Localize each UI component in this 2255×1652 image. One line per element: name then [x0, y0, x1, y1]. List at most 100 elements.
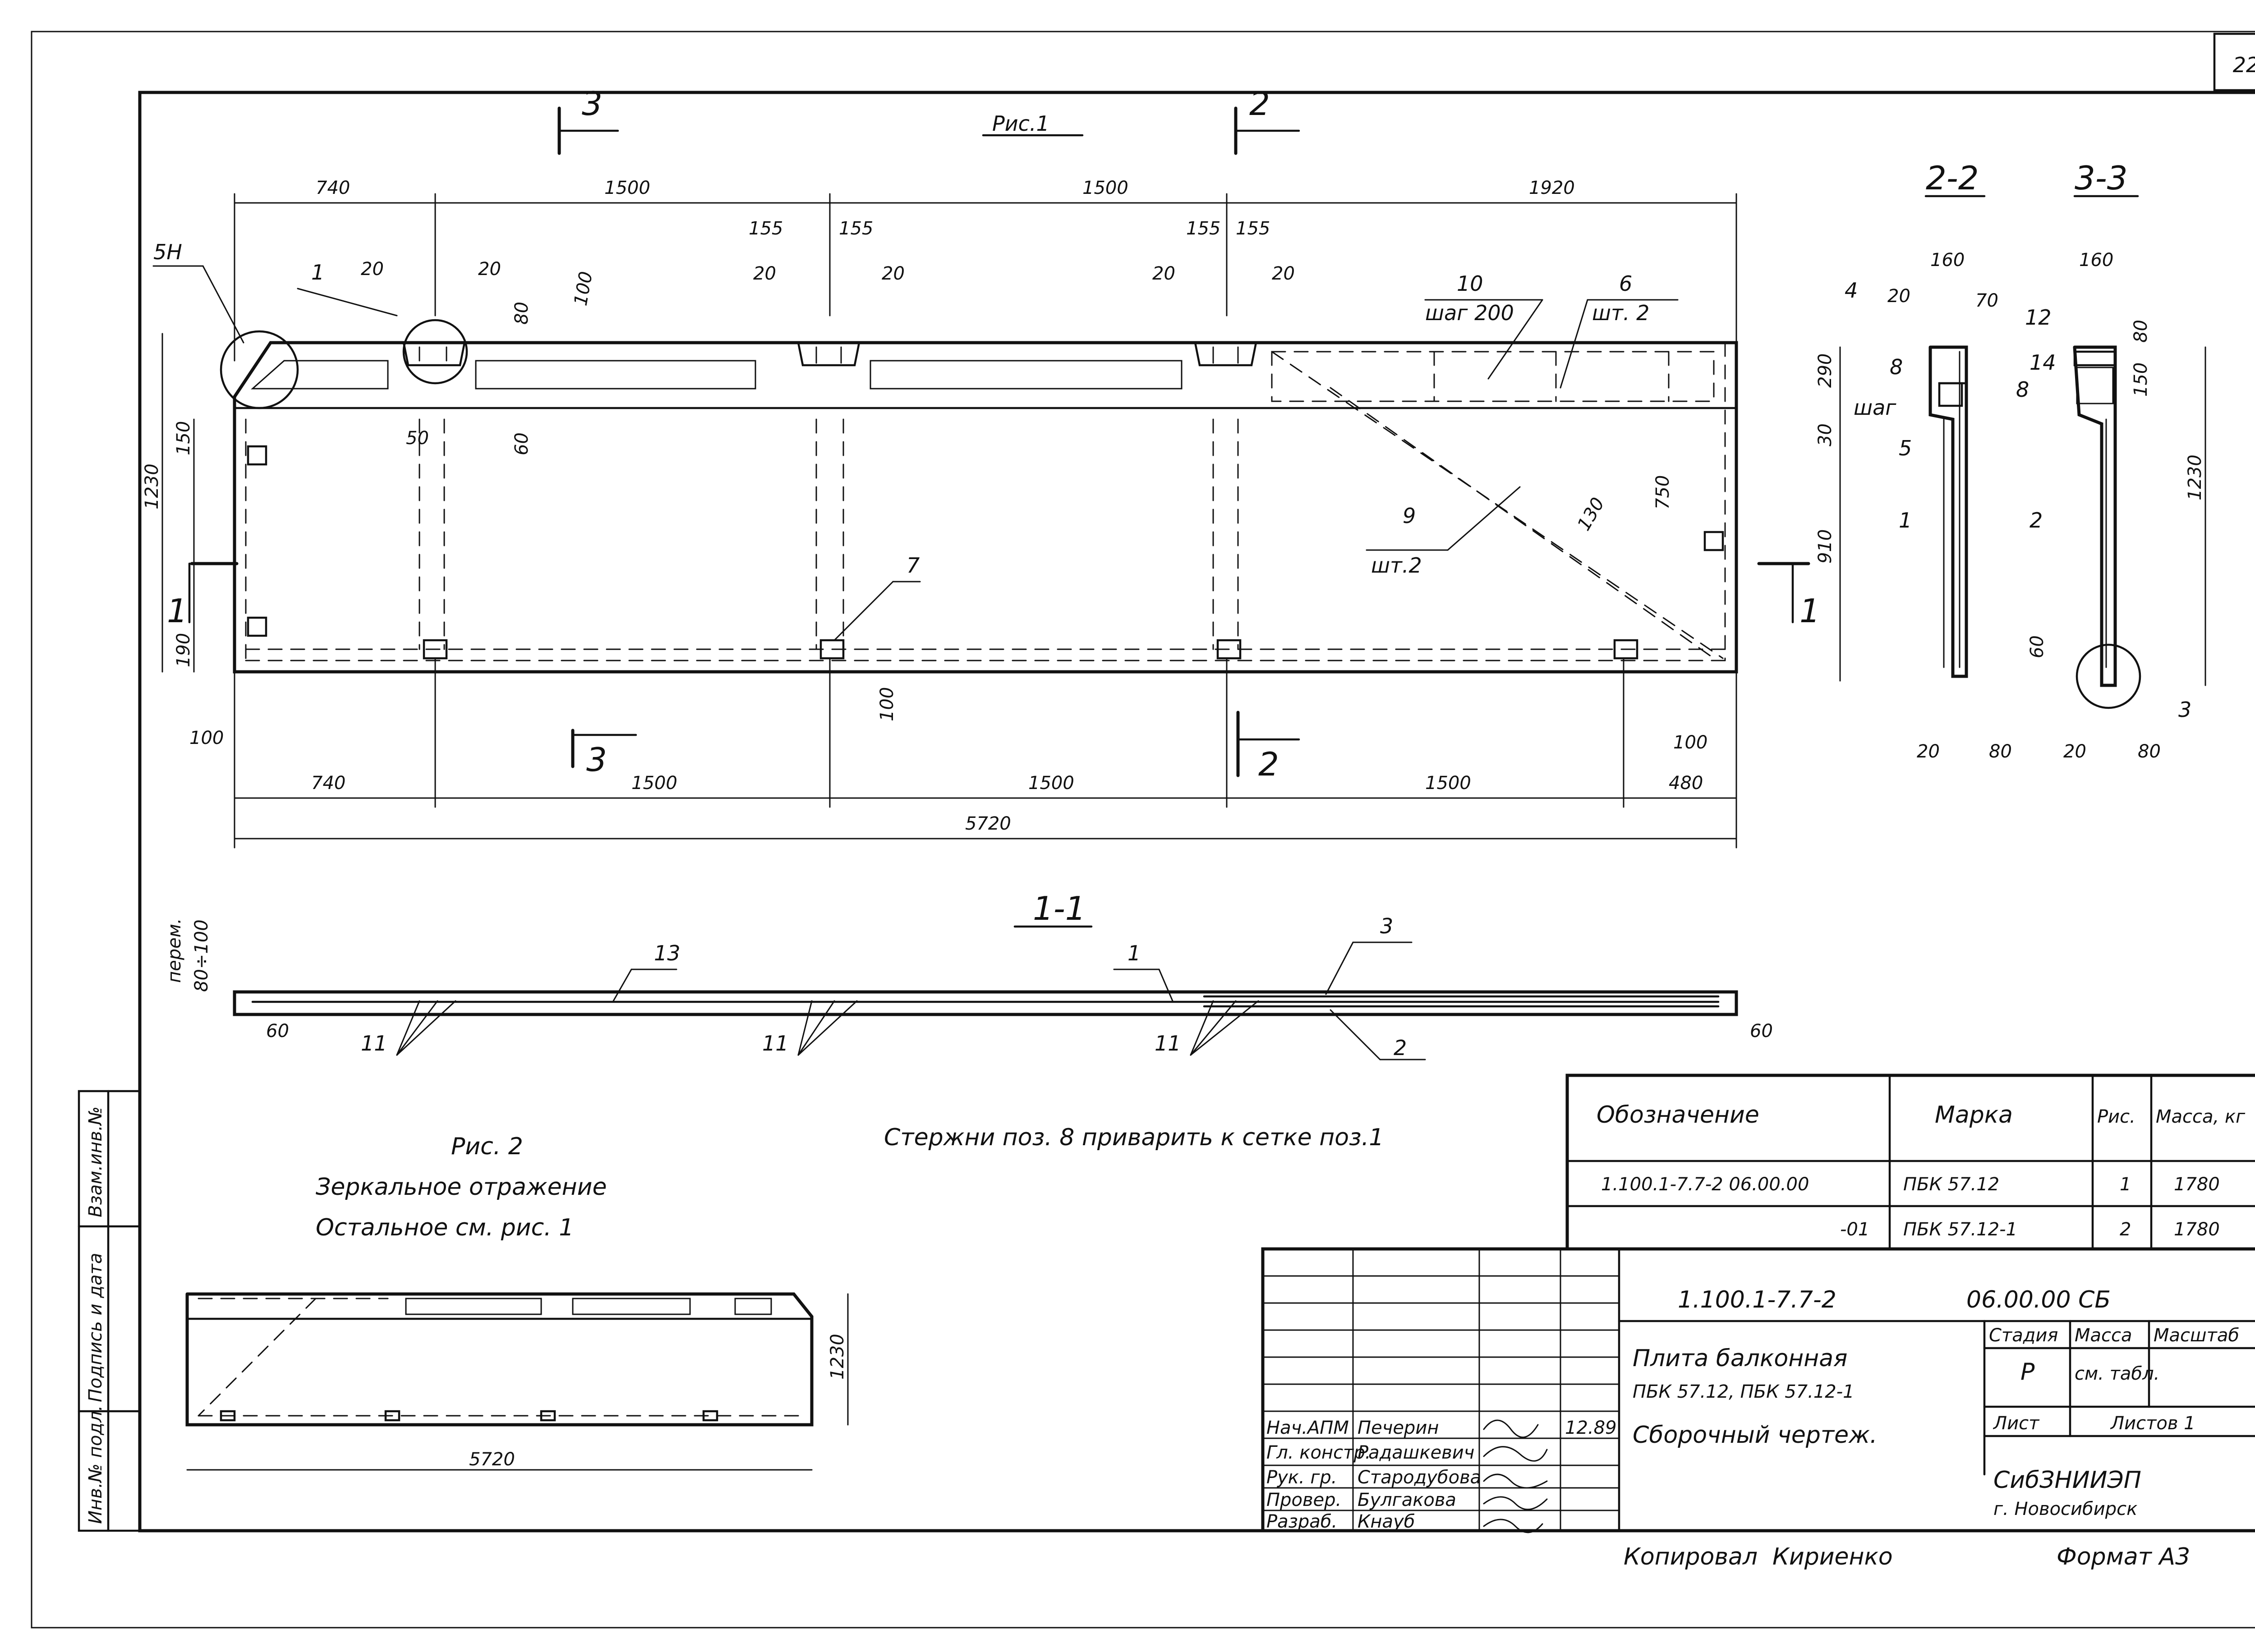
s22-dim-910: 910 — [1815, 529, 1836, 564]
tb-role-5: Разраб. — [1266, 1511, 1337, 1532]
section-mark-3b: 3 — [586, 741, 607, 779]
s22-callout-5: 5 — [1899, 436, 1912, 460]
tb-sheet-label: Лист — [1993, 1413, 2040, 1434]
s11-callout-11a: 11 — [361, 1031, 387, 1055]
figure2-dim-total: 5720 — [469, 1449, 515, 1470]
sheet-frame — [31, 31, 2255, 1629]
dim-750: 750 — [1652, 475, 1673, 509]
callouts-fig1: 5Н 1 100 10 шаг 200 6 шт. 2 9 шт.2 7 — [152, 240, 1679, 641]
spec-table: Обозначение Марка Рис. Масса, кг 1.100.1… — [1565, 1074, 2255, 1251]
s22-dim-290: 290 — [1815, 353, 1836, 388]
dim-bottom-5: 480 — [1669, 773, 1703, 794]
dim-155: 155 — [1236, 218, 1270, 239]
spec-row2-fig: 2 — [2120, 1219, 2131, 1240]
tb-name-line3: Сборочный чертеж. — [1633, 1422, 1878, 1449]
spec-row1-code: 1.100.1-7.7-2 06.00.00 — [1601, 1174, 1809, 1195]
footer-copier: Кириенко — [1772, 1543, 1893, 1570]
dim-60: 60 — [511, 432, 532, 455]
tb-role-4: Провер. — [1266, 1490, 1341, 1510]
s11-dim-60b: 60 — [1750, 1021, 1773, 1042]
s22-dim-80: 80 — [1989, 741, 2012, 762]
s33-dim-160: 160 — [2079, 250, 2113, 271]
dim-bottom-3: 1500 — [1028, 773, 1074, 794]
spec-header-mass: Масса, кг — [2156, 1106, 2246, 1127]
callout-7: 7 — [907, 553, 920, 578]
s22-callout-1: 1 — [1899, 508, 1912, 532]
tb-role-1: Нач.АПМ — [1266, 1418, 1349, 1438]
callout-qty-2b: шт.2 — [1371, 553, 1422, 578]
section22-title: 2-2 — [1926, 159, 1979, 197]
dim-20: 20 — [882, 263, 905, 284]
dim-20: 20 — [478, 259, 501, 280]
section-mark-2b: 2 — [1258, 745, 1279, 783]
tb-mass-label: Масса — [2075, 1325, 2132, 1346]
s11-callout-3: 3 — [1380, 914, 1393, 938]
tb-name-5: Кнауб — [1358, 1511, 1415, 1532]
dim-100: 100 — [877, 687, 897, 721]
figure2-line1: Зеркальное отражение — [316, 1174, 607, 1201]
s22-dim-30: 30 — [1815, 423, 1836, 446]
s11-dim-range: 80÷100 — [191, 919, 212, 992]
dim-155: 155 — [749, 218, 783, 239]
dim-top-3: 1500 — [1082, 178, 1128, 198]
tb-name-4: Булгакова — [1358, 1490, 1456, 1510]
spec-row2-mark: ПБК 57.12-1 — [1903, 1219, 2017, 1240]
s22-callout-8: 8 — [1890, 355, 1903, 379]
dims-top: 740 1500 1500 1920 155 155 155 155 20 20… — [234, 178, 1737, 455]
dim-bottom-2: 1500 — [631, 773, 677, 794]
section-2-2: 2-2 160 20 70 290 30 910 60 20 80 4 12 8… — [1815, 159, 2052, 762]
callout-1: 1 — [311, 260, 324, 285]
s11-dim-60a: 60 — [266, 1021, 289, 1042]
s33-callout-14: 14 — [2030, 350, 2056, 375]
spec-header-fig: Рис. — [2097, 1106, 2135, 1127]
dim-20: 20 — [361, 259, 384, 280]
dim-20: 20 — [1152, 263, 1175, 284]
spec-row2-code: -01 — [1840, 1219, 1869, 1240]
tb-stage: Р — [2020, 1358, 2035, 1386]
section-mark-1: 1 — [167, 592, 188, 630]
dim-100: 100 — [1673, 732, 1707, 753]
spec-header-designation: Обозначение — [1597, 1101, 1759, 1129]
s11-callout-2: 2 — [1394, 1036, 1407, 1060]
title-block: 1.100.1-7.7-2 06.00.00 СБ Плита балконна… — [1261, 1247, 2255, 1533]
callout-5h: 5Н — [153, 240, 182, 264]
tb-doc-code: 1.100.1-7.7-2 — [1678, 1286, 1836, 1313]
s11-callout-11b: 11 — [762, 1031, 789, 1055]
dim-130: 130 — [1574, 494, 1609, 534]
side-stamp-replace: Взам.инв.№ — [85, 1106, 106, 1217]
s11-callout-1: 1 — [1128, 941, 1141, 965]
insulation-strip — [251, 360, 389, 390]
dim-155: 155 — [839, 218, 873, 239]
callout-9: 9 — [1403, 504, 1416, 528]
section-mark-1b: 1 — [1799, 592, 1820, 630]
embedded-plates — [247, 445, 1724, 660]
s33-dim-80b: 80 — [2138, 741, 2161, 762]
tb-name-3: Стародубова — [1358, 1467, 1481, 1488]
dim-bottom-4: 1500 — [1425, 773, 1471, 794]
s33-dim-80: 80 — [2131, 320, 2151, 343]
spec-row1-mass: 1780 — [2174, 1174, 2220, 1195]
s33-dim-1230: 1230 — [2185, 454, 2205, 500]
figure1-plan: Рис.1 — [142, 85, 1820, 849]
tb-scale-label: Масштаб — [2154, 1325, 2239, 1346]
figure2-dim-height: 1230 — [827, 1334, 848, 1380]
dims-bottom: 740 1500 1500 1500 480 5720 100 100 100 — [189, 657, 1737, 849]
section-mark-2: 2 — [1249, 85, 1270, 123]
figure2: Рис. 2 Зеркальное отражение Остальное см… — [185, 1133, 849, 1471]
dims-left: 1230 150 190 750 130 — [142, 333, 1673, 673]
s22-dim-20b: 20 — [1917, 741, 1940, 762]
tb-name-line2: ПБК 57.12, ПБК 57.12-1 — [1633, 1381, 1855, 1402]
tb-org-line2: г. Новосибирск — [1993, 1499, 2137, 1519]
callout-100: 100 — [571, 270, 597, 307]
footer-format: Формат А3 — [2057, 1543, 2190, 1570]
s22-dim-20: 20 — [1887, 286, 1910, 307]
tb-name-1: Печерин — [1358, 1418, 1439, 1438]
dim-50: 50 — [406, 428, 429, 449]
notch-1 — [402, 319, 468, 385]
dim-bottom-1: 740 — [311, 773, 345, 794]
section-3-3: 3-3 160 80 150 1230 20 80 14 3 — [2030, 159, 2206, 762]
callout-10: 10 — [1457, 271, 1483, 296]
spec-row1-mark: ПБК 57.12 — [1903, 1174, 1999, 1195]
side-stamp-sign: Подпись и дата — [85, 1253, 106, 1402]
